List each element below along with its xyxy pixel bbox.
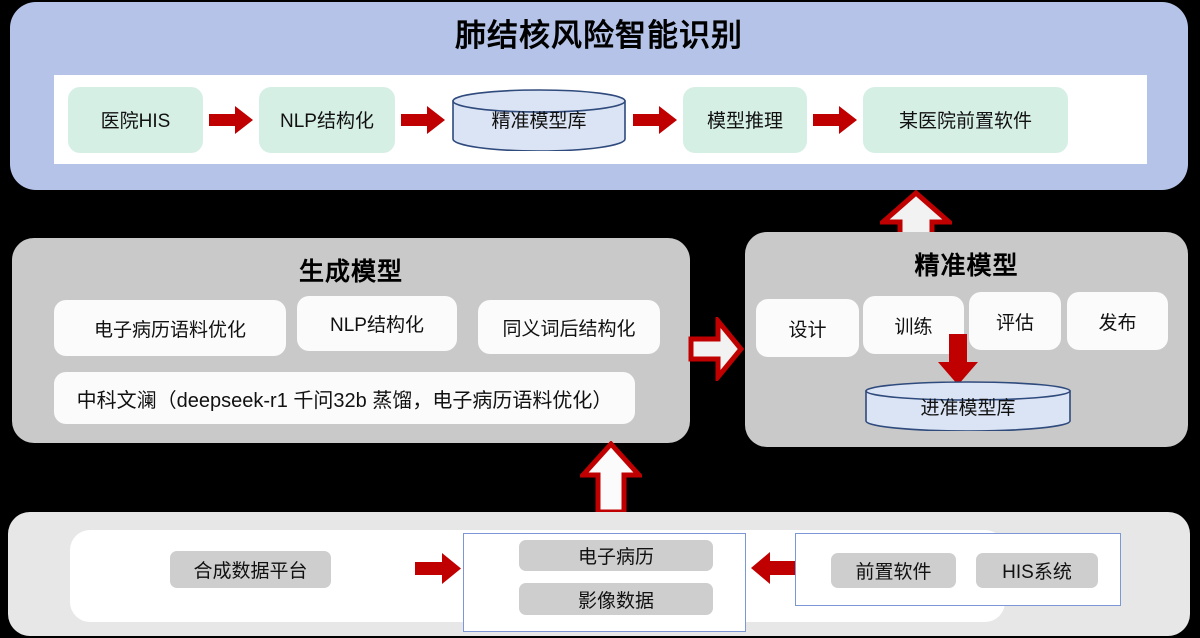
generative-model-panel: 生成模型 电子病历语料优化 NLP结构化 同义词后结构化 中科文澜（deepse… bbox=[12, 238, 690, 443]
generative-item-nlp-structuring[interactable]: NLP结构化 bbox=[297, 296, 457, 351]
top-banner: 肺结核风险智能识别 医院HIS NLP结构化 精准模型库 bbox=[10, 2, 1188, 190]
cylinder-label: 精准模型库 bbox=[491, 111, 587, 132]
generative-item-zhongke-wenlan-model[interactable]: 中科文澜（deepseek-r1 千问32b 蒸馏，电子病历语料优化） bbox=[54, 372, 635, 424]
arrow-right-synthetic-to-center-icon bbox=[415, 553, 461, 584]
flow-node-hospital-frontend-software[interactable]: 某医院前置软件 bbox=[863, 86, 1068, 153]
arrow-up-precise-to-banner-icon bbox=[880, 190, 952, 238]
precise-model-repository[interactable]: 进准模型库 bbox=[864, 381, 1072, 431]
generative-model-title: 生成模型 bbox=[298, 258, 403, 286]
arrow-right-icon bbox=[209, 105, 253, 134]
page-title: 肺结核风险智能识别 bbox=[455, 18, 743, 53]
flow-node-model-inference[interactable]: 模型推理 bbox=[683, 86, 807, 153]
precise-step-design[interactable]: 设计 bbox=[756, 299, 859, 357]
arrow-right-icon bbox=[633, 105, 677, 134]
precise-step-training[interactable]: 训练 bbox=[863, 296, 964, 354]
cylinder-label: 进准模型库 bbox=[920, 397, 1016, 419]
arrow-right-icon bbox=[813, 105, 857, 134]
arrow-right-icon bbox=[401, 105, 445, 134]
data-item-imaging-data[interactable]: 影像数据 bbox=[519, 583, 713, 615]
arrow-right-generative-to-precise-icon bbox=[688, 317, 744, 381]
arrow-down-icon bbox=[938, 334, 978, 385]
flow-node-model-repository[interactable]: 精准模型库 bbox=[451, 88, 627, 151]
precise-model-title: 精准模型 bbox=[914, 252, 1019, 280]
cylinder-icon bbox=[452, 88, 626, 151]
arrow-up-data-to-generative-icon bbox=[580, 441, 642, 515]
data-item-electronic-medical-record[interactable]: 电子病历 bbox=[519, 540, 713, 571]
generative-item-emr-corpus-optimization[interactable]: 电子病历语料优化 bbox=[54, 300, 286, 356]
banner-flow-strip: 医院HIS NLP结构化 精准模型库 bbox=[54, 75, 1147, 164]
data-source-synthetic-platform[interactable]: 合成数据平台 bbox=[170, 551, 331, 588]
precise-step-evaluation[interactable]: 评估 bbox=[969, 292, 1061, 350]
flow-node-nlp-structuring[interactable]: NLP结构化 bbox=[259, 86, 395, 153]
flow-node-hospital-his[interactable]: 医院HIS bbox=[68, 86, 203, 153]
precise-step-release[interactable]: 发布 bbox=[1067, 292, 1168, 350]
system-his[interactable]: HIS系统 bbox=[976, 553, 1098, 588]
generative-item-synonym-post-structuring[interactable]: 同义词后结构化 bbox=[478, 300, 660, 354]
precise-model-panel: 精准模型 设计 训练 评估 发布 进准模型库 bbox=[745, 232, 1188, 447]
arrow-left-systems-to-center-icon bbox=[751, 552, 797, 584]
cylinder-icon bbox=[865, 381, 1071, 431]
system-frontend-software[interactable]: 前置软件 bbox=[831, 553, 956, 588]
